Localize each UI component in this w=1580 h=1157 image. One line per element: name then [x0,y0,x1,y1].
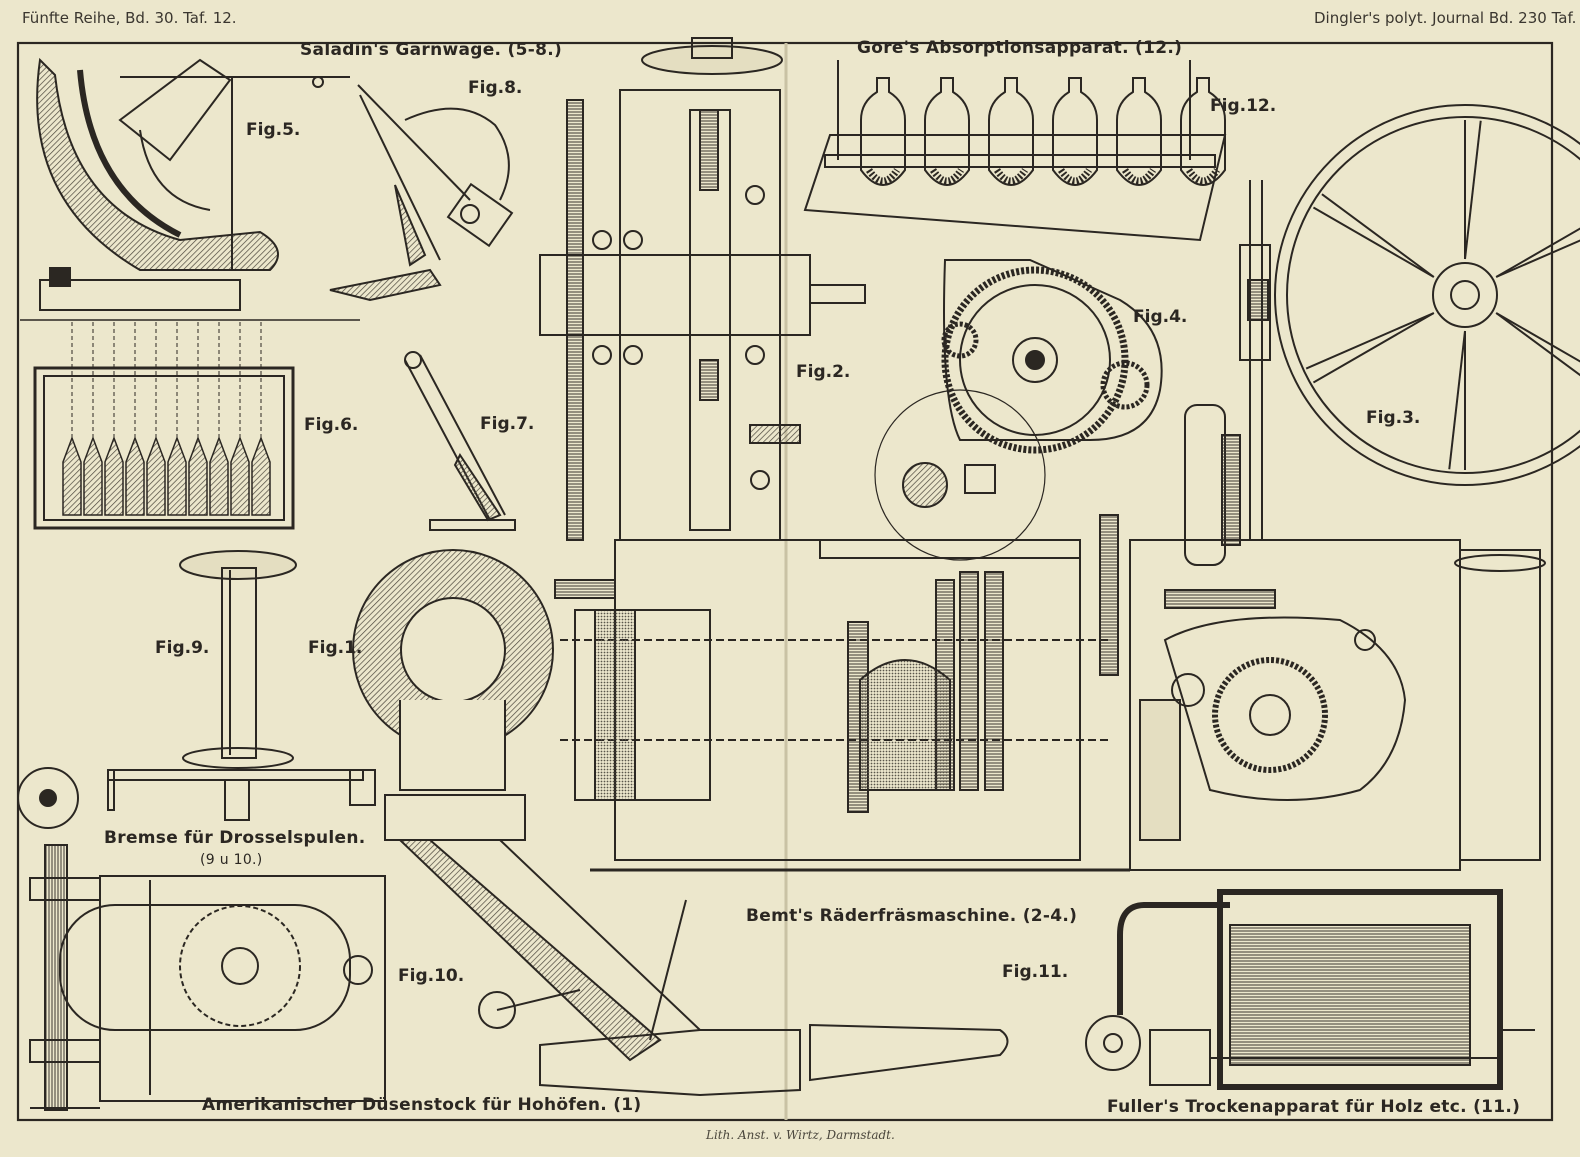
spool [209,322,229,516]
caption-saladin: Saladin's Garnwage. (5-8.) [300,40,563,60]
caption-bremse: Bremse für Drosselspulen. [104,828,366,848]
fig1-drawing [352,549,1009,1097]
absorption-bottle [1116,77,1162,186]
fig6-drawing [33,366,295,530]
plate-header-left: Fünfte Reihe, Bd. 30. Taf. 12. [22,9,237,27]
absorption-bottle [988,77,1034,186]
wheel-spoke [1305,312,1435,384]
wheel-spoke [1448,330,1466,470]
spool [104,322,124,516]
label-fig3: Fig.3. [1366,408,1421,428]
wheel-spoke [1312,193,1435,278]
fig4-drawing [874,259,1163,561]
spool [251,322,271,516]
wheel-spoke [1464,120,1482,260]
caption-gore: Gore's Absorptionsapparat. (12.) [857,38,1183,58]
label-fig10: Fig.10. [398,966,465,986]
fig3-spokes [1305,120,1580,470]
wheel-spoke [1495,227,1580,278]
spool [146,322,166,516]
spool [167,322,187,516]
caption-bremse-figs: (9 u 10.) [200,852,263,868]
caption-fuller: Fuller's Trockenapparat für Holz etc. (1… [1107,1097,1521,1117]
absorption-bottle [924,77,970,186]
spool [125,322,145,516]
label-fig1: Fig.1. [308,638,363,658]
fig7-drawing [404,351,516,531]
fig10-drawing [29,844,386,1111]
wheel-spoke [1495,312,1580,377]
fig11-drawing [1085,889,1535,1090]
absorption-bottle [1052,77,1098,186]
spool [188,322,208,516]
absorption-bottle [860,77,906,186]
label-fig7: Fig.7. [480,414,535,434]
fig9-drawing [17,550,376,829]
label-fig5: Fig.5. [246,120,301,140]
label-fig11: Fig.11. [1002,962,1069,982]
fig8-drawing [329,84,514,302]
spool [62,322,82,516]
fig2-gear-train [554,514,1119,813]
label-fig12: Fig.12. [1210,96,1277,116]
fig12-bottles [860,77,1226,186]
label-fig2: Fig.2. [796,362,851,382]
spool [83,322,103,516]
caption-bemt: Bemt's Räderfräsmaschine. (2-4.) [746,906,1078,926]
fig5-drawing [20,57,360,321]
lithographer-imprint: Lith. Anst. v. Wirtz, Darmstadt. [706,1128,895,1142]
fig6-spools [62,322,271,516]
absorption-bottle [1180,77,1226,186]
label-fig4: Fig.4. [1133,307,1188,327]
label-fig8: Fig.8. [468,78,523,98]
caption-amerikanischer: Amerikanischer Düsenstock für Hohöfen. (… [202,1095,642,1115]
fig3-drawing [1129,104,1580,871]
label-fig9: Fig.9. [155,638,210,658]
plate-header-right: Dingler's polyt. Journal Bd. 230 Taf. 12… [1314,9,1580,27]
label-fig6: Fig.6. [304,415,359,435]
spool [230,322,250,516]
